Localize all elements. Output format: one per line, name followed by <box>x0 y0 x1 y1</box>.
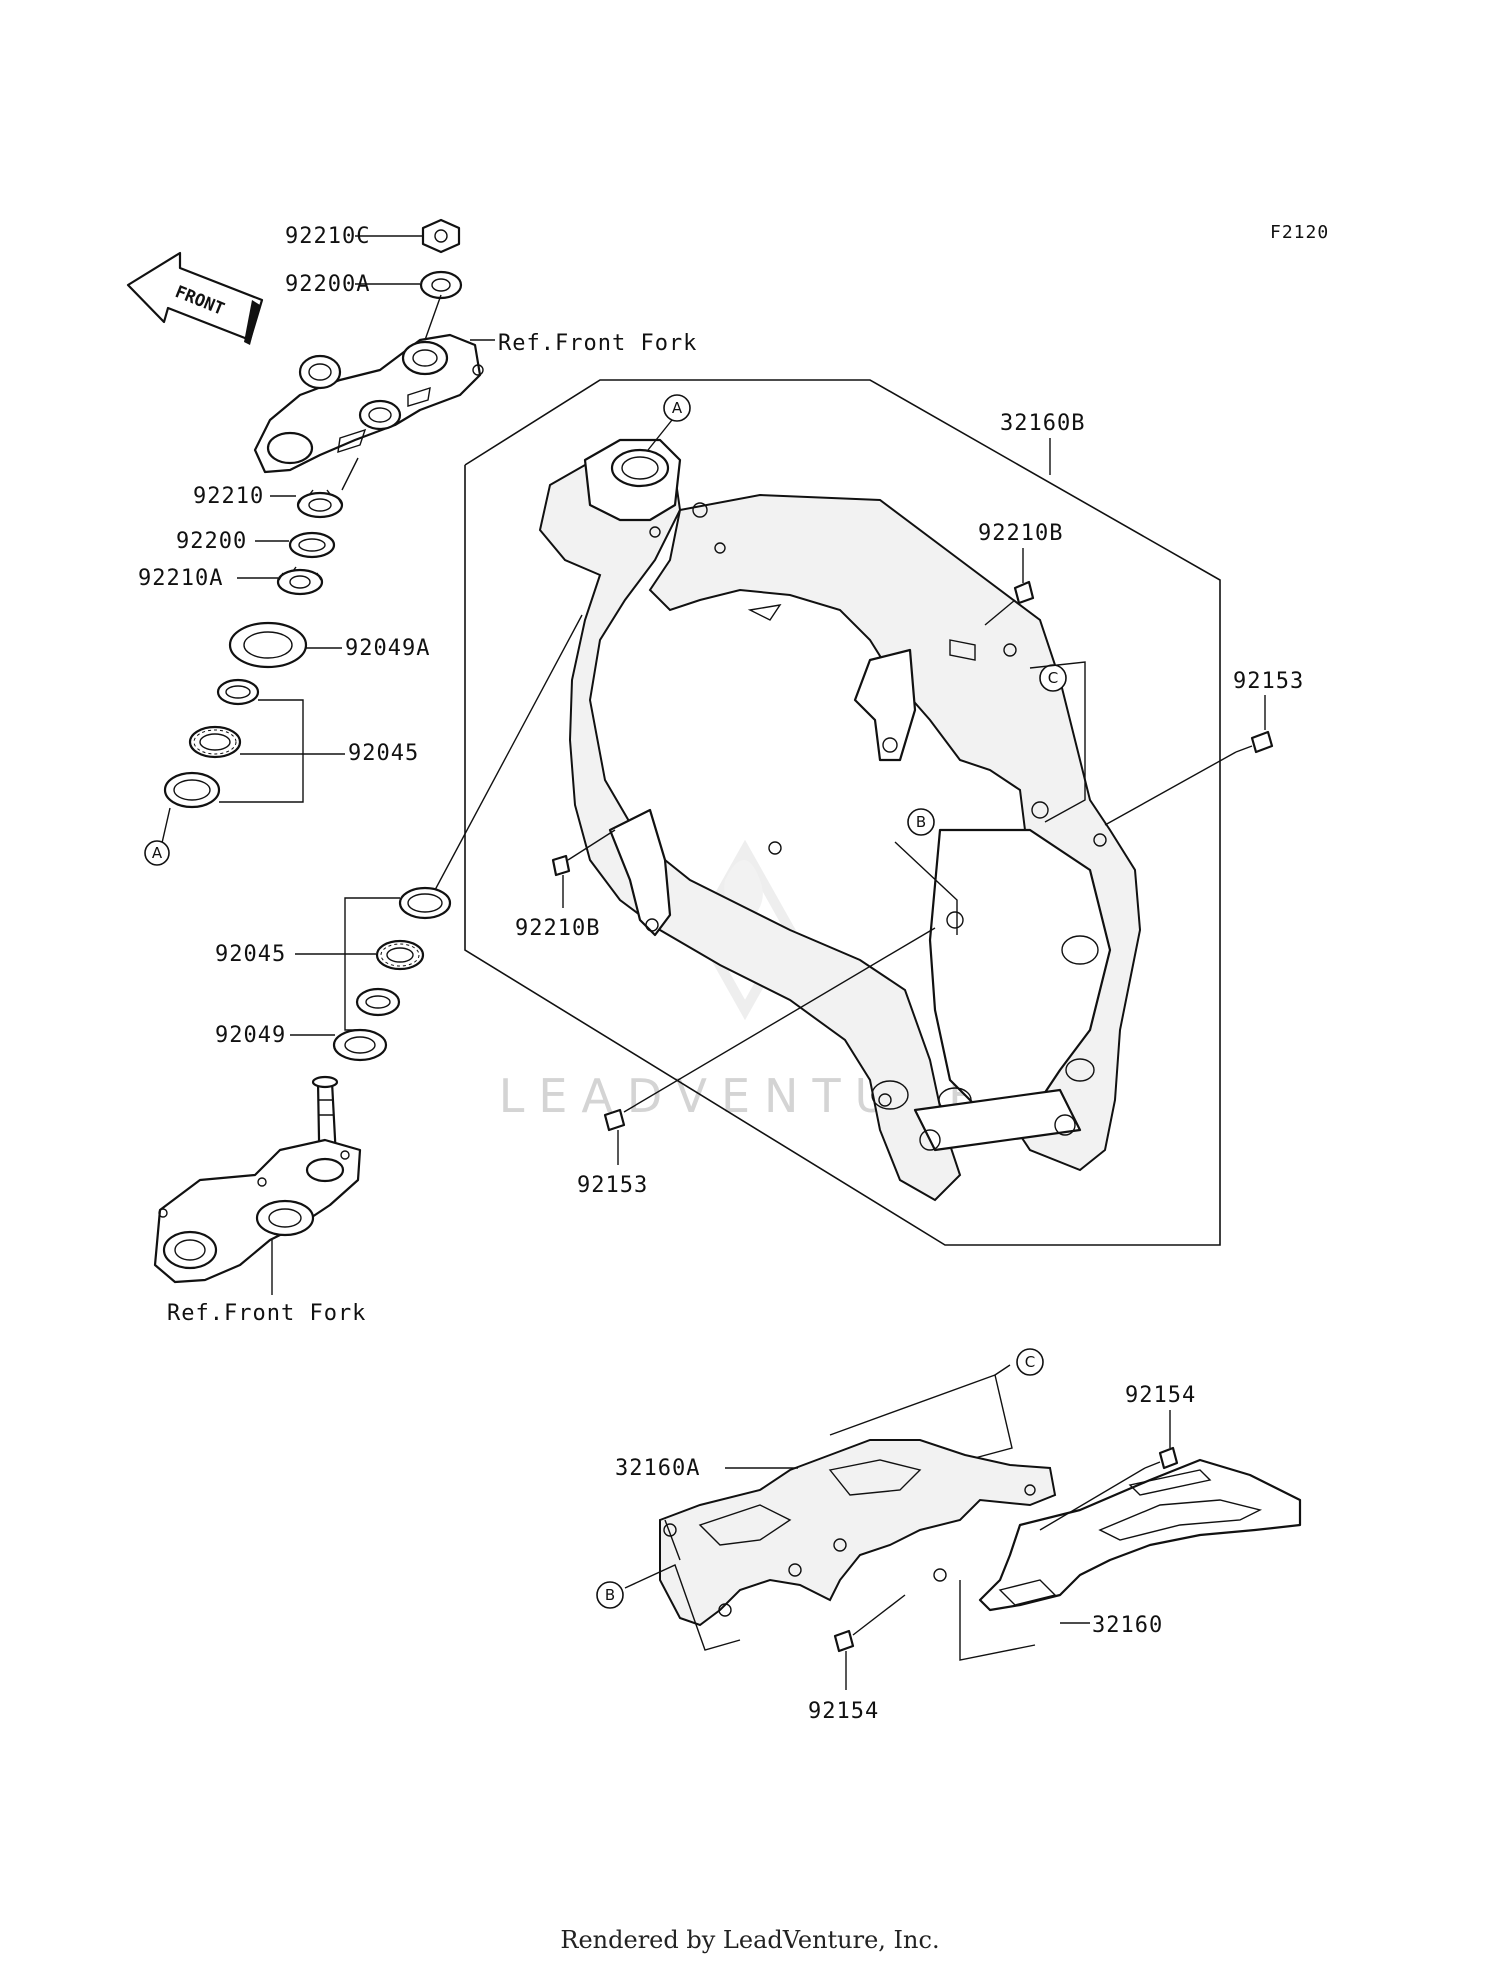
svg-text:A: A <box>152 844 163 862</box>
label-92210c: 92210C <box>285 224 370 249</box>
locknut-92210 <box>296 489 344 519</box>
svg-text:C: C <box>1048 669 1058 687</box>
label-92154-upper: 92154 <box>1125 1383 1196 1408</box>
svg-text:B: B <box>916 813 926 831</box>
front-arrow-icon: FRONT <box>126 251 264 345</box>
locknut-92210a <box>276 566 324 596</box>
label-32160: 32160 <box>1092 1613 1163 1638</box>
label-92200a: 92200A <box>285 272 370 297</box>
seal-92049 <box>332 1028 388 1062</box>
circle-label-a-left: A <box>144 840 170 866</box>
svg-text:C: C <box>1025 1353 1035 1371</box>
undertray-32160 <box>978 1458 1302 1612</box>
label-92210: 92210 <box>193 484 264 509</box>
label-92045-lower: 92045 <box>215 942 286 967</box>
bolt-92210b-lower <box>551 854 571 877</box>
bolt-92154-upper <box>1144 1446 1179 1470</box>
bolt-92154-lower <box>833 1629 855 1653</box>
label-92045-upper: 92045 <box>348 741 419 766</box>
label-92153-left: 92153 <box>577 1173 648 1198</box>
circle-label-a-top: A <box>663 394 691 422</box>
svg-text:B: B <box>605 1586 615 1604</box>
bolt-92210b-upper <box>1013 580 1035 605</box>
main-frame-32160b <box>538 438 1142 1202</box>
label-32160a: 32160A <box>615 1456 700 1481</box>
label-92200: 92200 <box>176 529 247 554</box>
label-92153-right: 92153 <box>1233 669 1304 694</box>
lower-triple-clamp <box>153 1075 362 1284</box>
upper-triple-clamp <box>253 333 484 474</box>
label-92049: 92049 <box>215 1023 286 1048</box>
bearing-set-upper-92045 <box>163 678 260 809</box>
footer-credit: Rendered by LeadVenture, Inc. <box>560 1926 939 1954</box>
bearing-set-lower-92045 <box>355 886 452 1017</box>
label-92210a: 92210A <box>138 566 223 591</box>
label-92210b-upper: 92210B <box>978 521 1063 546</box>
bolt-92153-right <box>1235 730 1274 754</box>
circle-label-b-bottom: B <box>596 1581 624 1609</box>
ref-front-fork-bottom: Ref.Front Fork <box>167 1301 366 1326</box>
bolt-92153-left <box>603 1108 626 1132</box>
circle-label-c-bottom: C <box>1016 1348 1044 1376</box>
diagram-code: F2120 <box>1270 222 1329 243</box>
circle-label-c-frame: C <box>1039 664 1067 692</box>
svg-text:A: A <box>672 399 683 417</box>
ref-front-fork-top: Ref.Front Fork <box>498 331 697 356</box>
circle-label-b-frame: B <box>907 808 935 836</box>
washer-92200 <box>288 531 336 559</box>
seal-92049a <box>228 621 308 669</box>
label-92049a: 92049A <box>345 636 430 661</box>
label-92154-lower: 92154 <box>808 1699 879 1724</box>
nut-92210c <box>421 218 461 254</box>
washer-92200a <box>419 270 463 300</box>
label-32160b: 32160B <box>1000 411 1085 436</box>
label-92210b-lower: 92210B <box>515 916 600 941</box>
subframe-32160a <box>659 1439 1057 1627</box>
